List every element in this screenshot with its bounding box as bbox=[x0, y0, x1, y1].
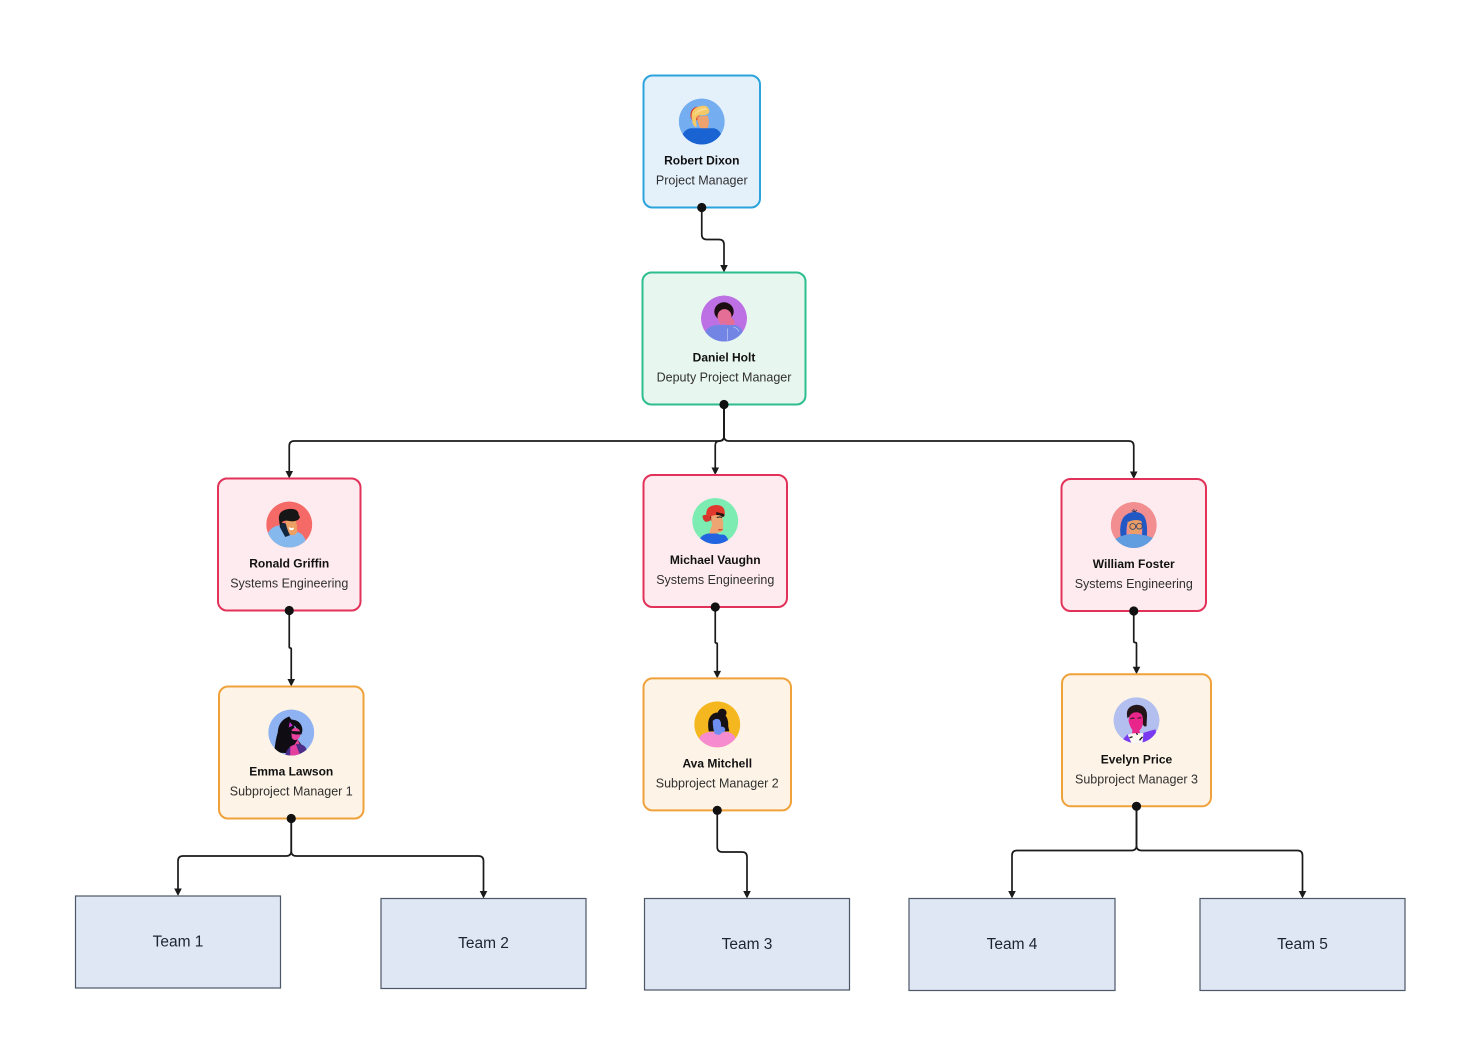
svg-text:Team 5: Team 5 bbox=[1277, 936, 1328, 953]
svg-text:Ronald Griffin: Ronald Griffin bbox=[249, 557, 329, 571]
svg-text:Team 4: Team 4 bbox=[987, 936, 1038, 953]
svg-text:Michael Vaughn: Michael Vaughn bbox=[670, 553, 761, 567]
svg-text:Deputy Project Manager: Deputy Project Manager bbox=[657, 371, 792, 385]
svg-text:Ava Mitchell: Ava Mitchell bbox=[682, 756, 752, 770]
svg-text:Subproject Manager 2: Subproject Manager 2 bbox=[656, 776, 779, 790]
svg-text:Team 2: Team 2 bbox=[458, 935, 509, 952]
svg-text:Systems Engineering: Systems Engineering bbox=[1075, 577, 1193, 591]
svg-text:Team 3: Team 3 bbox=[722, 936, 773, 953]
svg-text:Emma Lawson: Emma Lawson bbox=[249, 765, 333, 779]
svg-text:Subproject Manager 1: Subproject Manager 1 bbox=[230, 785, 353, 799]
svg-text:Systems Engineering: Systems Engineering bbox=[230, 577, 348, 591]
svg-text:Systems Engineering: Systems Engineering bbox=[656, 573, 774, 587]
svg-text:Robert Dixon: Robert Dixon bbox=[664, 154, 739, 168]
svg-text:Daniel Holt: Daniel Holt bbox=[693, 351, 756, 365]
svg-text:Subproject Manager 3: Subproject Manager 3 bbox=[1075, 772, 1198, 786]
svg-text:Evelyn Price: Evelyn Price bbox=[1101, 752, 1173, 766]
svg-text:William Foster: William Foster bbox=[1093, 557, 1175, 571]
svg-text:Project Manager: Project Manager bbox=[656, 174, 748, 188]
svg-text:Team 1: Team 1 bbox=[153, 934, 204, 951]
